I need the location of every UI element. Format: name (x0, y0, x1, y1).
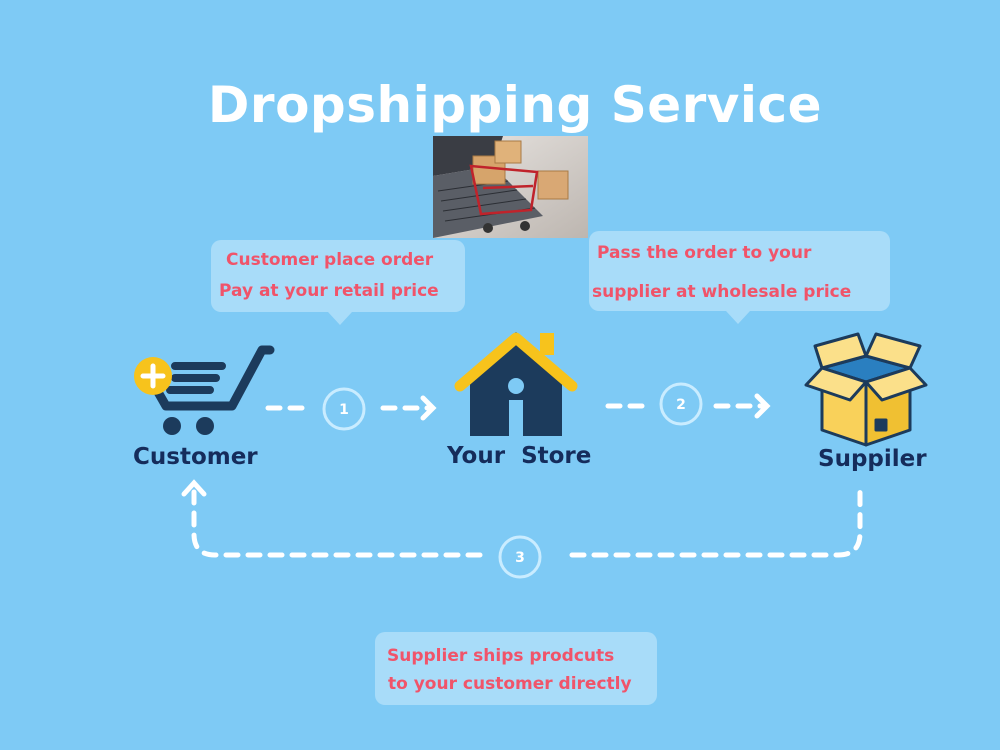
bubble-order-line-1: Customer place order (226, 250, 434, 270)
arrowhead-2 (754, 393, 771, 419)
speech-bubble-pass-order: Pass the order to your supplier at whole… (589, 231, 890, 324)
step-2-label: 2 (676, 397, 686, 413)
step-1-marker: 1 (322, 387, 366, 431)
speech-bubble-customer-order: Customer place order Pay at your retail … (211, 240, 465, 325)
open-box-icon (804, 332, 928, 447)
bubble-ship-line-2: to your customer directly (388, 674, 632, 694)
step-3-marker: 3 (498, 535, 542, 579)
house-icon (454, 332, 578, 436)
shopping-cart-plus-icon (134, 345, 275, 435)
node-label-supplier: Suppiler (818, 446, 927, 472)
step-1-label: 1 (339, 402, 349, 418)
node-label-customer: Customer (133, 444, 258, 470)
page-title: Dropshipping Service (207, 76, 823, 134)
speech-bubble-supplier-ships: Supplier ships prodcuts to your customer… (375, 632, 657, 705)
flow-return-path-right (569, 485, 863, 558)
laptop-shopping-cart-photo (433, 136, 588, 238)
node-label-store: Your Store (447, 443, 592, 469)
arrowhead-3 (181, 479, 207, 497)
bubble-order-line-2: Pay at your retail price (219, 281, 439, 301)
bubble-pass-line-1: Pass the order to your (597, 243, 812, 263)
bubble-pass-line-2: supplier at wholesale price (592, 282, 852, 302)
bubble-ship-line-1: Supplier ships prodcuts (387, 646, 615, 666)
arrowhead-1 (420, 395, 437, 421)
flow-return-path-left (191, 489, 483, 558)
step-2-marker: 2 (659, 382, 703, 426)
step-3-label: 3 (515, 550, 525, 566)
